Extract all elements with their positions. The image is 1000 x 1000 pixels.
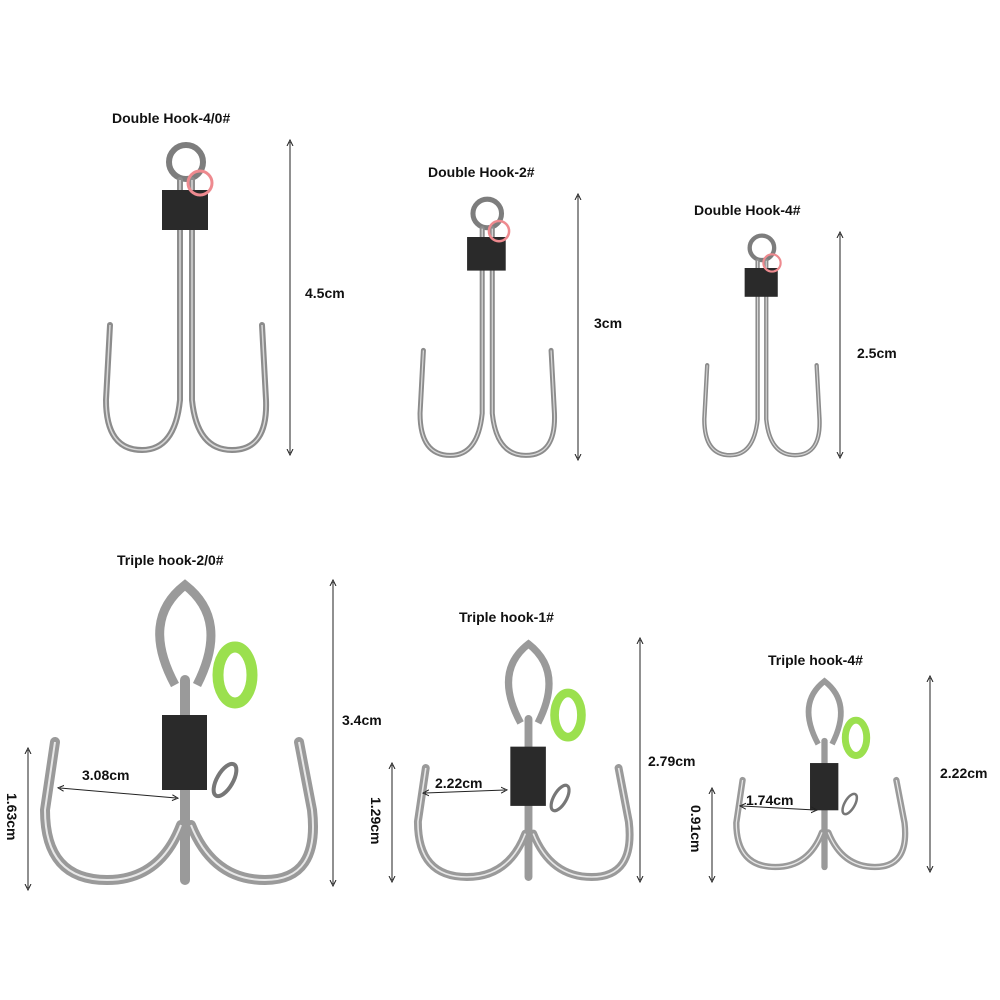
double-hook-2-image xyxy=(420,199,554,455)
double-hook-4-image xyxy=(704,236,819,456)
triple-hook-2-0-image xyxy=(45,585,313,880)
product-title: Triple hook-1# xyxy=(459,609,554,625)
double-hook-4-0-image xyxy=(106,145,266,450)
length-label: 2.79cm xyxy=(648,753,696,769)
width-arrow-triple-2-0 xyxy=(60,788,176,798)
width-arrow-triple-4 xyxy=(742,806,815,810)
product-title: Triple hook-4# xyxy=(768,652,863,668)
width-label: 2.22cm xyxy=(435,775,483,791)
triple-hook-1-image xyxy=(418,644,630,877)
length-label: 2.5cm xyxy=(857,345,897,361)
length-label: 3cm xyxy=(594,315,623,331)
product-title: Double Hook-2# xyxy=(428,164,535,180)
triple-hook-4-image xyxy=(736,681,905,867)
product-title: Double Hook-4# xyxy=(694,202,801,218)
width-label: 3.08cm xyxy=(82,767,130,783)
gap-label: 0.91cm xyxy=(688,805,704,853)
gap-label: 1.29cm xyxy=(368,797,384,845)
width-arrow-triple-1 xyxy=(425,790,505,793)
length-label: 4.5cm xyxy=(305,285,345,301)
length-label: 2.22cm xyxy=(940,765,988,781)
product-title: Triple hook-2/0# xyxy=(117,552,224,568)
length-label: 3.4cm xyxy=(342,712,382,728)
product-title: Double Hook-4/0# xyxy=(112,110,231,126)
gap-label: 1.63cm xyxy=(4,793,20,841)
width-label: 1.74cm xyxy=(746,792,794,808)
